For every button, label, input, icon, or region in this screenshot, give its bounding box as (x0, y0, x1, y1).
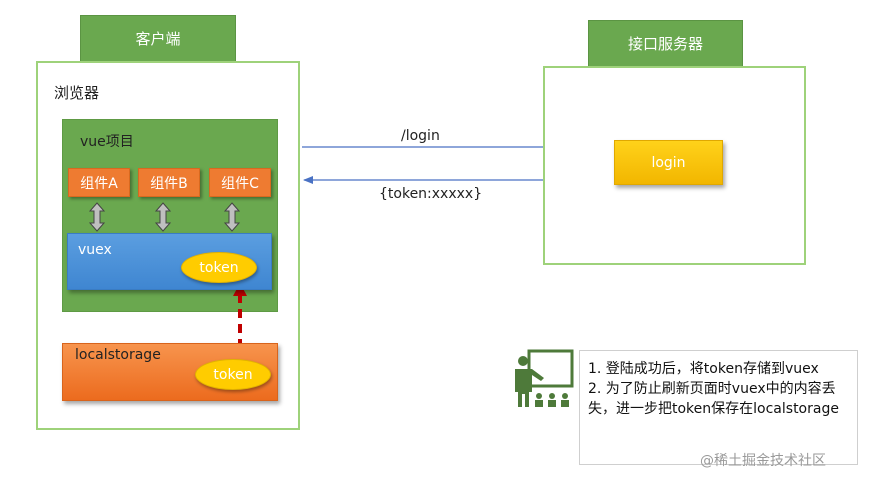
double-arrow-a (88, 202, 106, 232)
server-tab: 接口服务器 (588, 20, 743, 67)
localstorage-token-label: token (213, 366, 253, 383)
request-label: /login (401, 128, 440, 144)
client-tab-label: 客户端 (135, 30, 181, 48)
double-arrow-c (223, 202, 241, 232)
teacher-icon (515, 349, 574, 407)
component-c-label: 组件C (221, 175, 259, 192)
component-c: 组件C (209, 168, 271, 197)
login-endpoint: login (614, 140, 723, 185)
vuex-token: token (181, 252, 257, 283)
watermark: @稀土掘金技术社区 (700, 453, 826, 469)
client-tab: 客户端 (80, 15, 236, 62)
response-label: {token:xxxxx} (379, 186, 483, 202)
component-a-label: 组件A (80, 175, 118, 192)
server-tab-label: 接口服务器 (627, 35, 703, 53)
localstorage-token: token (195, 359, 271, 390)
localstorage-label: localstorage (75, 347, 161, 363)
component-b-label: 组件B (150, 175, 188, 192)
browser-label: 浏览器 (54, 84, 100, 102)
vuex-label: vuex (78, 242, 112, 258)
component-a: 组件A (68, 168, 130, 197)
component-b: 组件B (138, 168, 200, 197)
login-endpoint-label: login (651, 154, 686, 171)
note-line-2: 2. 为了防止刷新页面时vuex中的内容丢失，进一步把token保存在local… (588, 381, 839, 417)
vue-project-title: vue项目 (80, 134, 134, 150)
vuex-token-label: token (199, 259, 239, 276)
note-box: 1. 登陆成功后，将token存储到vuex 2. 为了防止刷新页面时vuex中… (579, 350, 858, 465)
double-arrow-b (154, 202, 172, 232)
note-line-1: 1. 登陆成功后，将token存储到vuex (588, 361, 819, 377)
